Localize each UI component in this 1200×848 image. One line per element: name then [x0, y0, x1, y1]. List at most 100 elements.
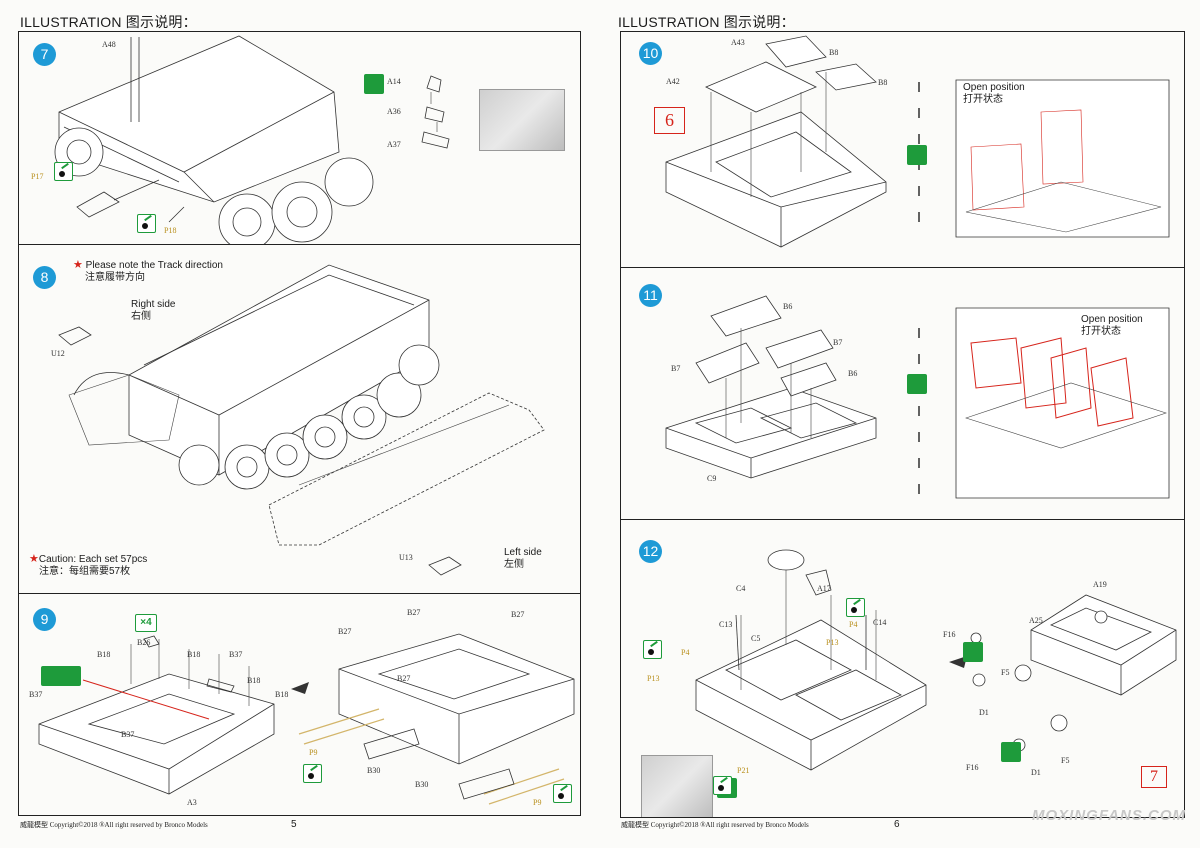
- part-label: B18: [247, 676, 261, 685]
- note-en: Please note the Track direction: [85, 260, 223, 271]
- paint-brush-icon: [54, 162, 73, 181]
- part-label: B8: [829, 48, 839, 57]
- step-number: 8: [33, 266, 56, 289]
- part-label: P9: [533, 798, 542, 807]
- step-8: 8 ★ Please note the Track direction 注意履带…: [19, 245, 580, 593]
- part-label: C13: [719, 620, 733, 629]
- green-assembly-icon: [1001, 742, 1021, 762]
- part-label: P13: [826, 638, 839, 647]
- part-label: B7: [833, 338, 843, 347]
- part-label: U13: [399, 553, 413, 562]
- caution-note: ★Caution: Each set 57pcs 注意：每组需要57枚: [29, 553, 147, 578]
- caution-en: Caution: Each set 57pcs: [38, 554, 148, 565]
- sequence-badge: 7: [1141, 766, 1167, 788]
- part-label: A42: [666, 77, 680, 86]
- open-en: Open position: [963, 82, 1025, 93]
- deck-assembly-drawing: [38, 633, 575, 805]
- hatch-drawing: [665, 295, 1170, 499]
- watermark: MOXINGFANS.COM: [1031, 807, 1186, 824]
- open-zh: 打开状态: [963, 94, 1003, 105]
- open-position-label: Open position 打开状态: [1081, 314, 1143, 338]
- part-label: A43: [731, 38, 745, 47]
- page-number: 6: [894, 819, 900, 830]
- part-label: B27: [407, 608, 421, 617]
- sequence-badge: 6: [654, 107, 685, 134]
- part-label: B37: [229, 650, 243, 659]
- step-7: 7: [19, 32, 580, 244]
- step-divider: [19, 244, 580, 245]
- part-label: B18: [97, 650, 111, 659]
- part-label: A37: [387, 140, 401, 149]
- part-label: B27: [397, 674, 411, 683]
- part-label: P21: [737, 766, 750, 775]
- paint-brush-icon: [553, 784, 572, 803]
- open-en: Open position: [1081, 314, 1143, 325]
- part-label: C9: [707, 474, 717, 483]
- part-label: B6: [848, 369, 858, 378]
- part-label: B27: [511, 610, 525, 619]
- part-label: U12: [51, 349, 65, 358]
- part-label: B30: [367, 766, 381, 775]
- paint-brush-icon: [643, 640, 662, 659]
- engine-deck-drawing: [695, 549, 1177, 771]
- part-label: F5: [1001, 668, 1010, 677]
- instruction-frame: 10 6 A43 B8 A42 B8: [620, 31, 1185, 818]
- part-label: B37: [121, 730, 135, 739]
- part-label: F5: [1061, 756, 1070, 765]
- step-number: 7: [33, 43, 56, 66]
- step-divider: [19, 593, 580, 594]
- part-label: C14: [873, 618, 887, 627]
- page-header: ILLUSTRATION 图示说明：: [618, 14, 795, 30]
- part-label: B6: [783, 302, 793, 311]
- part-label: A19: [1093, 580, 1107, 589]
- part-label: P13: [647, 674, 660, 683]
- copyright: 威龍模型 Copyright©2018 ®All right reserved …: [20, 821, 208, 829]
- part-label: D1: [979, 708, 989, 717]
- detail-photo: [641, 755, 713, 817]
- paint-brush-icon: [713, 776, 732, 795]
- step-number: 11: [639, 284, 662, 307]
- right-side-en: Right side: [131, 299, 176, 310]
- page-left: ILLUSTRATION 图示说明： 7: [0, 0, 600, 848]
- part-label: P18: [164, 226, 177, 235]
- part-label: P17: [31, 172, 44, 181]
- part-label: B37: [29, 690, 43, 699]
- part-label: P9: [309, 748, 318, 757]
- note-zh: 注意履带方向: [85, 272, 145, 283]
- step-11: 11 B6 B7 B7: [621, 268, 1184, 519]
- left-side-en: Left side: [504, 547, 542, 558]
- copyright: 威龍模型 Copyright©2018 ®All right reserved …: [621, 821, 809, 829]
- track-direction-note: ★ Please note the Track direction 注意履带方向: [73, 259, 223, 284]
- part-label: D1: [1031, 768, 1041, 777]
- part-label: B18: [275, 690, 289, 699]
- caution-zh: 注意：每组需要57枚: [39, 566, 131, 577]
- part-label: A36: [387, 107, 401, 116]
- instruction-frame: 7: [18, 31, 581, 816]
- part-label: F16: [943, 630, 956, 639]
- left-side-zh: 左侧: [504, 559, 524, 570]
- part-label: A17: [817, 584, 831, 593]
- left-side-label: Left side 左侧: [504, 547, 542, 571]
- step-number: 10: [639, 42, 662, 65]
- part-label: F16: [966, 763, 979, 772]
- page-right: ILLUSTRATION 图示说明： 10 6 A43 B8: [600, 0, 1200, 848]
- green-assembly-icon: [907, 145, 927, 165]
- step-10: 10 6 A43 B8 A42 B8: [621, 32, 1184, 267]
- detail-photo: [479, 89, 565, 151]
- part-label: B27: [338, 627, 352, 636]
- hatch-drawing: [665, 35, 1170, 248]
- part-label: A3: [187, 798, 197, 807]
- step-divider: [621, 267, 1184, 268]
- part-label: A25: [1029, 616, 1043, 625]
- part-label: P4: [681, 648, 690, 657]
- green-assembly-icon: [907, 374, 927, 394]
- step-12: 12: [621, 520, 1184, 817]
- part-label: B8: [878, 78, 888, 87]
- part-label: B26: [137, 638, 151, 647]
- right-side-label: Right side 右侧: [131, 299, 175, 323]
- hull-rear-drawing: [54, 35, 450, 244]
- open-position-label: Open position 打开状态: [963, 82, 1025, 106]
- chassis-track-drawing: [58, 264, 545, 576]
- paint-brush-icon: [137, 214, 156, 233]
- green-assembly-icon: [963, 642, 983, 662]
